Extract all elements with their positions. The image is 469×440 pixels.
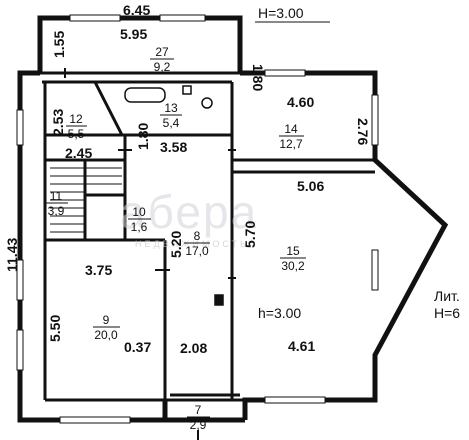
dim-room8-bottom: 2.08: [180, 340, 207, 356]
room-11: 11 3,9: [44, 189, 68, 218]
room-10: 10 1,6: [128, 205, 151, 234]
dim-room9-width: 3.75: [85, 262, 112, 278]
room-9: 9 20,0: [93, 313, 120, 342]
dim-room14-height: 2.76: [355, 118, 371, 145]
room-9-number: 9: [103, 313, 110, 327]
stairs: [50, 167, 122, 233]
dim-room12-height: 2.53: [50, 109, 66, 136]
dim-room10-height: 1.80: [135, 123, 151, 150]
watermark-brand: абера: [120, 186, 258, 238]
dim-wall-thickness: 0.37: [124, 339, 151, 355]
room-14: 14 12,7: [279, 122, 304, 151]
dim-room9-height: 5.50: [47, 315, 63, 342]
door-marks: [64, 68, 236, 440]
side-note-line1: Лит.: [434, 288, 460, 304]
dim-room8-top: 3.58: [160, 139, 187, 155]
dim-room27-left: 1.55: [51, 31, 67, 58]
bathroom-fixtures: [124, 85, 224, 306]
dim-room15-bottom: 4.61: [288, 338, 315, 354]
room-7-area: 2,9: [190, 418, 207, 432]
room-27: 27 9,2: [150, 45, 174, 74]
room-9-area: 20,0: [94, 328, 118, 342]
room15-height-label: h=3.00: [258, 305, 301, 321]
room-27-number: 27: [155, 45, 169, 59]
dim-top-outer: 6.45: [123, 2, 150, 18]
dim-room15-height: 5.70: [242, 221, 258, 248]
watermark-subtitle: НЕДВИЖИМОСТЬ: [135, 239, 249, 249]
dim-room27-width: 5.95: [120, 26, 147, 42]
side-note-line2: H=6: [434, 305, 460, 321]
room-10-number: 10: [132, 205, 146, 219]
header-height-label: H=3.00: [258, 5, 304, 21]
dim-room14-width: 4.60: [287, 94, 314, 110]
room-13: 13 5,4: [160, 101, 182, 130]
room-13-number: 13: [164, 101, 178, 115]
room-11-area: 3,9: [48, 204, 65, 218]
room-7: 7 2,9: [187, 403, 210, 432]
room-12-area: 5,5: [68, 127, 85, 141]
room-13-area: 5,4: [163, 116, 180, 130]
dim-room11-width: 2.45: [65, 145, 92, 161]
room-12-number: 12: [69, 112, 83, 126]
room-7-number: 7: [195, 403, 202, 417]
room-8-area: 17,0: [185, 244, 209, 258]
dim-room8-height: 5.20: [168, 231, 184, 258]
room-8: 8 17,0: [184, 229, 210, 258]
room-15-area: 30,2: [281, 259, 305, 273]
dim-room15-top: 5.06: [297, 178, 324, 194]
room-14-area: 12,7: [279, 137, 303, 151]
room-11-number: 11: [50, 189, 63, 203]
room-27-area: 9,2: [154, 60, 171, 74]
room-15-number: 15: [286, 244, 300, 258]
room-12: 12 5,5: [66, 112, 87, 141]
room-8-number: 8: [194, 229, 201, 243]
room-15: 15 30,2: [280, 244, 306, 273]
room-14-number: 14: [284, 122, 298, 136]
interior-walls: [40, 71, 375, 402]
dim-left-outer: 11.43: [4, 238, 20, 272]
dim-room27-right: 1.80: [250, 64, 266, 91]
room-10-area: 1,6: [131, 220, 148, 234]
windows: [16, 14, 379, 424]
